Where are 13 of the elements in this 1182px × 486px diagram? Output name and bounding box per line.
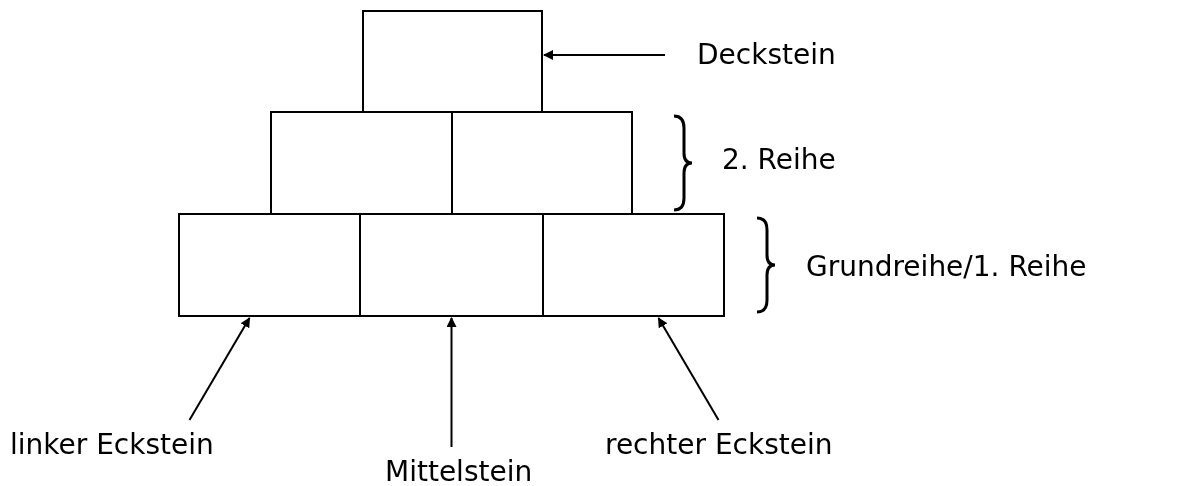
arrow: [446, 317, 457, 448]
arrow: [188, 317, 251, 421]
arrow: [543, 50, 666, 60]
row-label: Grundreihe/1. Reihe: [806, 250, 1087, 284]
part-label: linker Eckstein: [10, 428, 214, 462]
brick-box: [542, 213, 725, 317]
row-label: 2. Reihe: [722, 143, 836, 177]
part-label: rechter Eckstein: [605, 428, 833, 462]
part-label: Mittelstein: [385, 455, 533, 486]
arrow: [657, 317, 720, 421]
brick-box: [362, 10, 543, 113]
brick-box: [178, 213, 361, 317]
part-label: Deckstein: [697, 38, 836, 72]
